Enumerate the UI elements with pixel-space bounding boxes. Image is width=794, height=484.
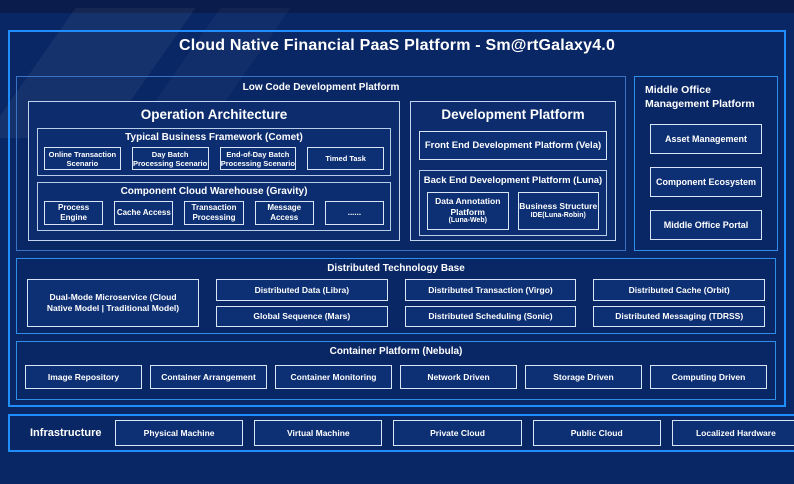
gravity-item-cache-access: Cache Access [114, 201, 174, 225]
back-end-platform-luna-label: Back End Development Platform (Luna) [423, 175, 603, 186]
middle-office-label: Middle Office Management Platform [645, 84, 755, 110]
container-item-monitoring: Container Monitoring [275, 365, 392, 389]
infrastructure-item-public-cloud: Public Cloud [532, 420, 661, 446]
operation-architecture-title: Operation Architecture [140, 107, 288, 122]
container-platform-label: Container Platform (Nebula) [329, 346, 463, 357]
comet-item-online-transaction: Online Transaction Scenario [44, 147, 121, 170]
infrastructure-label: Infrastructure [30, 427, 102, 439]
container-item-storage-driven: Storage Driven [525, 365, 642, 389]
distributed-column-1: Distributed Data (Libra) Global Sequence… [216, 279, 388, 327]
distributed-column-3: Distributed Cache (Orbit) Distributed Me… [593, 279, 766, 327]
distributed-item-cache-orbit: Distributed Cache (Orbit) [593, 279, 766, 301]
container-item-arrangement: Container Arrangement [150, 365, 267, 389]
container-item-image-repository: Image Repository [25, 365, 142, 389]
container-item-network-driven: Network Driven [400, 365, 517, 389]
container-platform-panel: Container Platform (Nebula) Image Reposi… [16, 341, 776, 400]
infrastructure-item-localized-hardware: Localized Hardware [671, 420, 794, 446]
distributed-item-global-sequence-mars: Global Sequence (Mars) [216, 305, 388, 327]
distributed-column-2: Distributed Transaction (Virgo) Distribu… [404, 279, 577, 327]
gravity-item-message-access: Message Access [254, 201, 314, 225]
distributed-items-row: Dual-Mode Microservice (Cloud Native Mod… [17, 274, 775, 327]
operation-architecture-box: Operation Architecture Typical Business … [28, 101, 400, 241]
container-items-row: Image Repository Container Arrangement C… [17, 365, 775, 389]
comet-item-day-batch: Day Batch Processing Scenario [131, 147, 209, 170]
distributed-technology-label: Distributed Technology Base [327, 263, 465, 274]
gravity-items-row: Process Engine Cache Access Transaction … [38, 201, 390, 225]
middle-office-item-portal: Middle Office Portal [650, 210, 762, 241]
low-code-platform-label: Low Code Development Platform [242, 82, 400, 93]
dual-mode-microservice-box: Dual-Mode Microservice (Cloud Native Mod… [27, 279, 199, 327]
luna-item-name: Business Structure [519, 201, 598, 212]
gravity-warehouse-box: Component Cloud Warehouse (Gravity) Proc… [37, 182, 391, 231]
top-band [0, 0, 794, 13]
luna-item-data-annotation: Data Annotation Platform (Luna-Web) [427, 192, 509, 230]
gravity-item-transaction-processing: Transaction Processing [184, 201, 244, 225]
luna-items-row: Data Annotation Platform (Luna-Web) Busi… [420, 192, 606, 230]
middle-office-item-component-ecosystem: Component Ecosystem [650, 167, 762, 198]
luna-item-name: Data Annotation Platform [435, 196, 501, 217]
comet-framework-label: Typical Business Framework (Comet) [125, 132, 303, 143]
distributed-item-messaging-tdrss: Distributed Messaging (TDRSS) [593, 305, 766, 327]
gravity-item-more: ...... [324, 201, 385, 225]
middle-office-item-asset-management: Asset Management [650, 124, 762, 155]
back-end-platform-luna-box: Back End Development Platform (Luna) Dat… [419, 170, 607, 236]
comet-framework-box: Typical Business Framework (Comet) Onlin… [37, 128, 391, 176]
luna-item-subname: (Luna-Web) [448, 217, 487, 225]
container-item-computing-driven: Computing Driven [650, 365, 767, 389]
gravity-item-process-engine: Process Engine [44, 201, 104, 225]
front-end-platform-vela-box: Front End Development Platform (Vela) [419, 131, 607, 160]
development-platform-title: Development Platform [441, 107, 585, 122]
distributed-item-transaction-virgo: Distributed Transaction (Virgo) [404, 279, 577, 301]
luna-item-business-structure: Business Structure IDE(Luna-Robin) [517, 192, 599, 230]
distributed-item-scheduling-sonic: Distributed Scheduling (Sonic) [404, 305, 577, 327]
development-platform-box: Development Platform Front End Developme… [410, 101, 616, 241]
page-title: Cloud Native Financial PaaS Platform - S… [178, 37, 616, 54]
low-code-platform-panel: Low Code Development Platform Operation … [16, 76, 626, 251]
infrastructure-item-virtual-machine: Virtual Machine [254, 420, 383, 446]
comet-item-end-of-day-batch: End-of-Day Batch Processing Scenario [219, 147, 297, 170]
comet-item-timed-task: Timed Task [307, 147, 384, 170]
distributed-technology-panel: Distributed Technology Base Dual-Mode Mi… [16, 258, 776, 334]
infrastructure-item-physical-machine: Physical Machine [115, 420, 244, 446]
gravity-warehouse-label: Component Cloud Warehouse (Gravity) [120, 186, 308, 197]
distributed-item-data-libra: Distributed Data (Libra) [216, 279, 388, 301]
comet-items-row: Online Transaction Scenario Day Batch Pr… [38, 147, 390, 170]
main-frame [8, 30, 786, 407]
infrastructure-panel: Infrastructure Physical Machine Virtual … [8, 414, 794, 452]
middle-office-panel: Middle Office Management Platform Asset … [634, 76, 778, 251]
infrastructure-item-private-cloud: Private Cloud [393, 420, 522, 446]
luna-item-subname: IDE(Luna-Robin) [530, 212, 586, 220]
